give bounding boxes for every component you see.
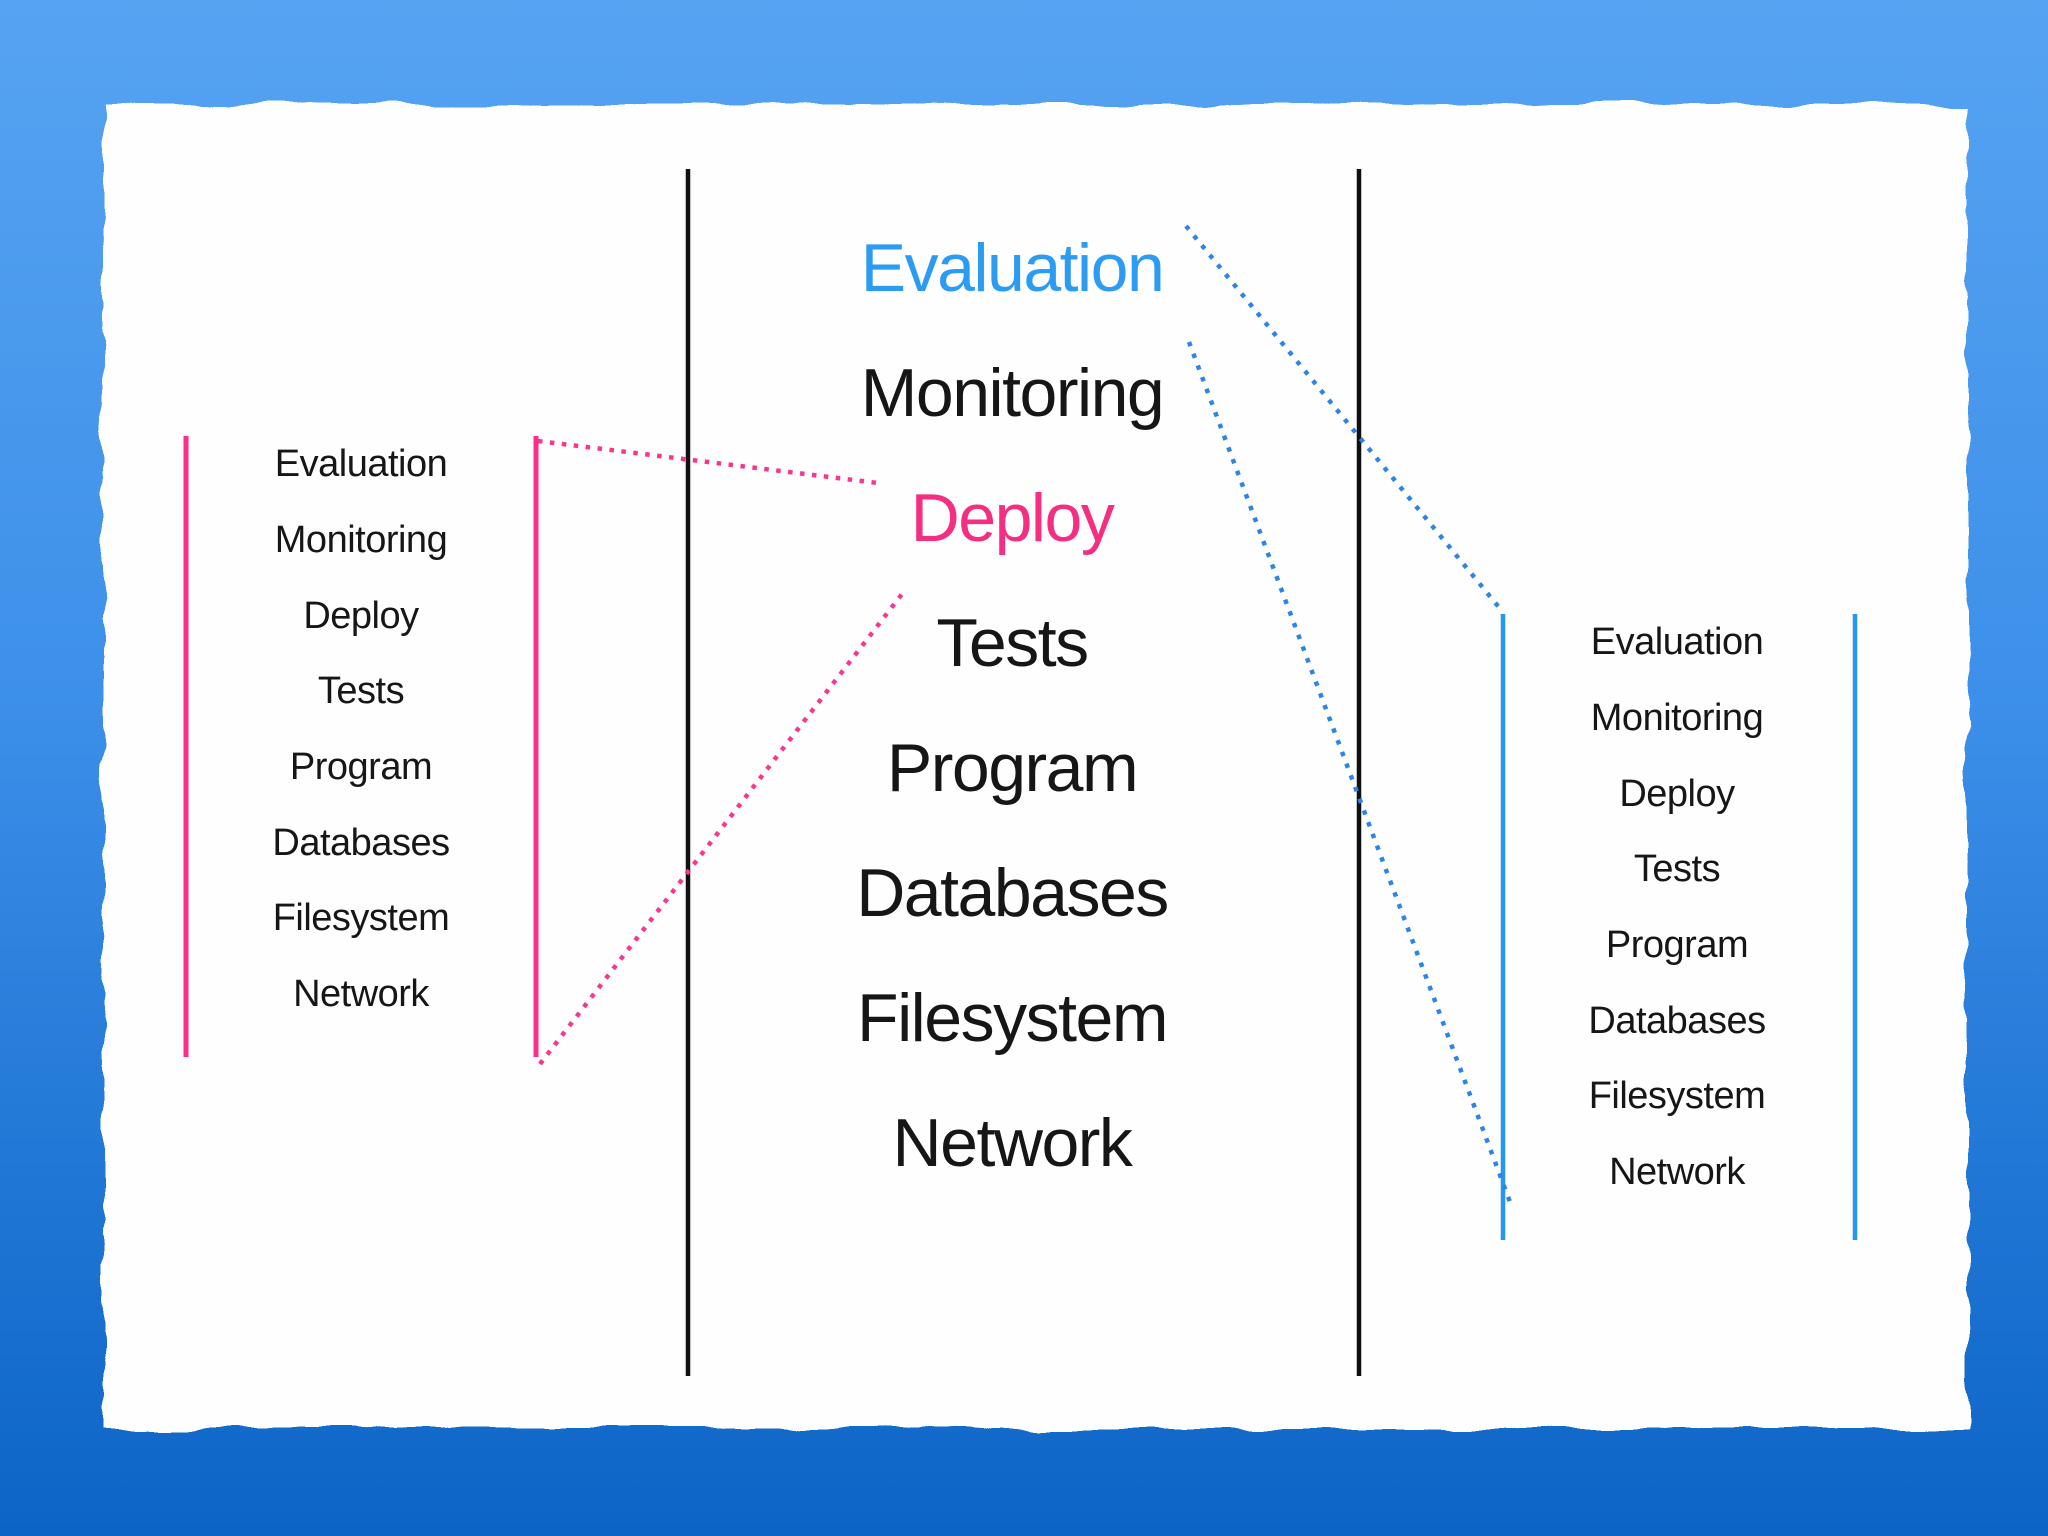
center-stack-item-filesystem: Filesystem [857, 979, 1168, 1056]
left-stack-item-databases: Databases [272, 821, 450, 864]
center-stack-item-monitoring: Monitoring [860, 354, 1165, 431]
right-stack-item-network: Network [1609, 1151, 1745, 1194]
left-stack-item-filesystem: Filesystem [272, 897, 450, 940]
center-stack-item-databases: Databases [856, 854, 1169, 931]
left-stack-item-evaluation: Evaluation [274, 443, 448, 486]
right-stack-item-filesystem: Filesystem [1588, 1075, 1766, 1118]
center-stack-item-tests: Tests [936, 604, 1089, 681]
left-stack-item-program: Program [289, 746, 433, 789]
pink-dotted-connector-top [537, 438, 879, 486]
right-stack-item-databases: Databases [1588, 999, 1766, 1042]
center-stack-item-deploy: Deploy [910, 479, 1115, 556]
right-stack-item-evaluation: Evaluation [1590, 621, 1764, 664]
blue-dotted-connector-bottom [1186, 341, 1513, 1203]
left-stack-item-network: Network [293, 973, 429, 1016]
left-stack-item-tests: Tests [317, 670, 405, 713]
pink-dotted-connector-bottom [538, 592, 904, 1066]
center-stack-item-network: Network [892, 1104, 1133, 1181]
blue-dotted-connector-top [1184, 224, 1504, 613]
right-stack-item-deploy: Deploy [1619, 772, 1735, 815]
left-stack-item-deploy: Deploy [303, 594, 419, 637]
slide-background-inner [118, 119, 1952, 1413]
right-stack-item-program: Program [1605, 924, 1749, 967]
right-stack-item-monitoring: Monitoring [1590, 697, 1764, 740]
left-stack-item-monitoring: Monitoring [274, 519, 448, 562]
right-stack-item-tests: Tests [1633, 848, 1721, 891]
center-stack-item-evaluation: Evaluation [860, 229, 1165, 306]
center-stack-item-program: Program [886, 729, 1139, 806]
